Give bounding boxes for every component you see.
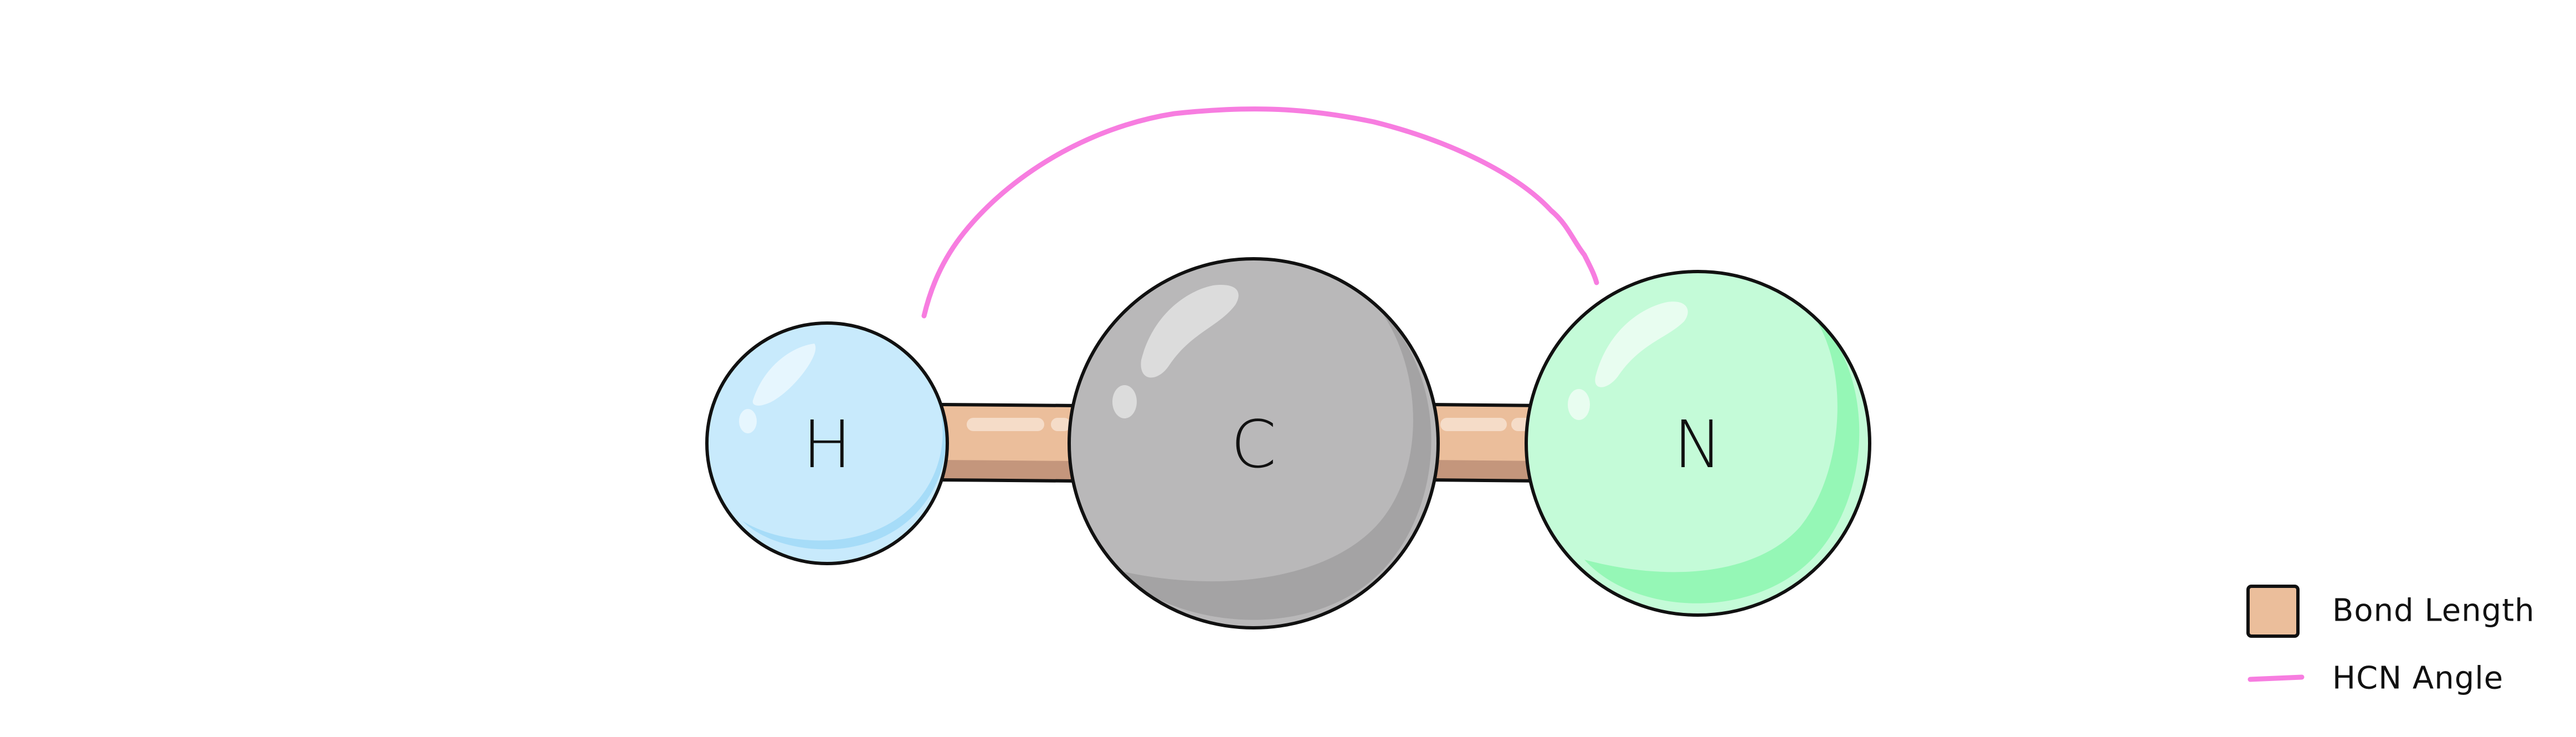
- legend-item-hcn-angle: HCN Angle: [2247, 661, 2503, 697]
- legend-item-bond-length: Bond Length: [2246, 585, 2535, 638]
- legend-label-bond-length: Bond Length: [2332, 593, 2535, 629]
- bond-h-c: [937, 403, 1079, 483]
- bond-length-swatch: [2246, 585, 2300, 638]
- atom-hydrogen: H: [705, 321, 949, 565]
- atom-carbon: C: [1068, 257, 1440, 629]
- bond-c-n: [1428, 403, 1547, 483]
- atom-label-h: H: [803, 406, 852, 483]
- atom-label-n: N: [1674, 406, 1722, 483]
- atom-nitrogen: N: [1525, 270, 1871, 617]
- hcn-angle-swatch: [2247, 674, 2305, 682]
- atom-label-c: C: [1231, 406, 1276, 483]
- hcn-angle-arc: [921, 106, 1599, 319]
- legend: Bond Length HCN Angle: [2246, 585, 2535, 697]
- legend-label-hcn-angle: HCN Angle: [2332, 661, 2503, 697]
